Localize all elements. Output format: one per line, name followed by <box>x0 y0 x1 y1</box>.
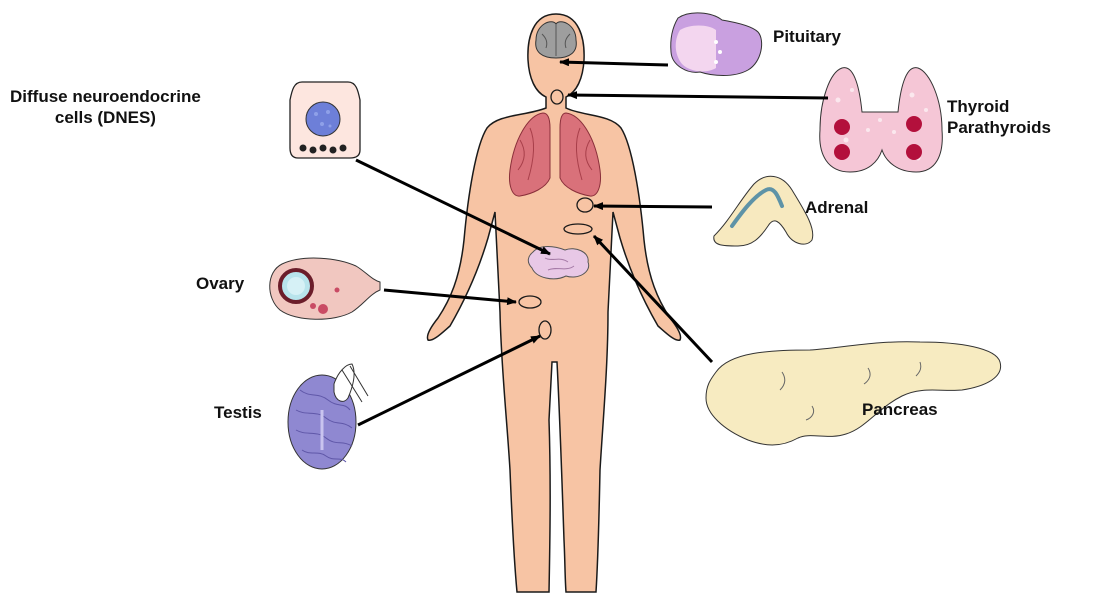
label-thyroid-group: Thyroid Parathyroids <box>947 96 1051 138</box>
body-ovary <box>519 296 541 308</box>
label-ovary: Ovary <box>196 273 244 294</box>
pituitary-illustration <box>671 13 762 76</box>
label-parathyroids: Parathyroids <box>947 117 1051 138</box>
pancreas-illustration <box>706 342 1001 445</box>
thyroid-arrow <box>568 95 828 98</box>
label-pancreas: Pancreas <box>862 399 938 420</box>
label-dnes-line1: Diffuse neuroendocrine <box>10 86 201 107</box>
body-intestine <box>528 247 588 279</box>
label-dnes-group: Diffuse neuroendocrine cells (DNES) <box>10 86 201 128</box>
label-dnes-line2: cells (DNES) <box>10 107 201 128</box>
adrenal-illustration <box>714 176 813 246</box>
label-pituitary: Pituitary <box>773 26 841 47</box>
label-testis: Testis <box>214 402 262 423</box>
body-pancreas <box>564 224 592 234</box>
label-adrenal: Adrenal <box>805 197 868 218</box>
body-testis <box>539 321 551 339</box>
body-thyroid <box>551 90 563 104</box>
body-adrenal <box>577 198 593 212</box>
ovary-illustration <box>270 258 380 319</box>
dnes-illustration <box>290 82 360 158</box>
thyroid-illustration <box>820 68 943 172</box>
pancreas-arrow <box>594 236 712 362</box>
testis-illustration <box>288 364 368 469</box>
human-body <box>427 14 680 592</box>
adrenal-arrow <box>594 206 712 207</box>
label-thyroid: Thyroid <box>947 96 1051 117</box>
